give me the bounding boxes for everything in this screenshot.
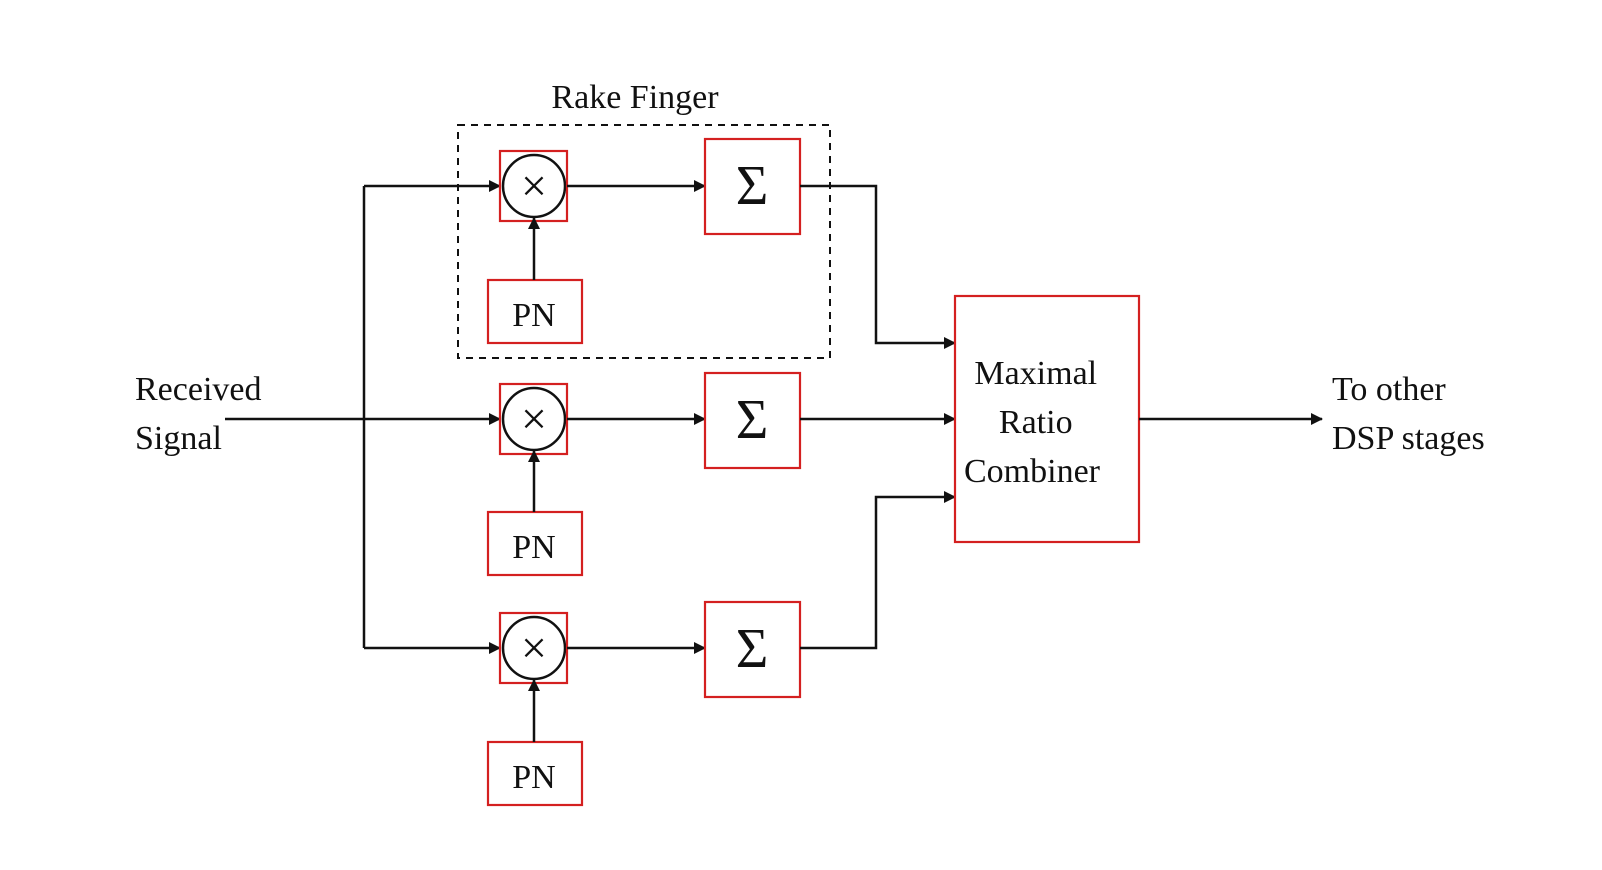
- combiner-label: Maximal Ratio Combiner: [964, 355, 1106, 490]
- rake-finger-box: [457, 124, 831, 359]
- multiplier-symbol-1: ×: [521, 160, 547, 211]
- combiner-label-line2: Ratio: [999, 404, 1073, 441]
- summer-symbol-1: Σ: [736, 155, 769, 217]
- rake-finger-title: Rake Finger: [551, 79, 719, 116]
- combiner-label-line1: Maximal: [974, 355, 1097, 392]
- received-label-line1: Received: [135, 371, 262, 408]
- pn-block-2: [487, 511, 583, 576]
- summer-highlight-3: [703, 600, 802, 699]
- output-label: To other DSP stages: [1332, 371, 1485, 457]
- pn-label-2: PN: [512, 529, 555, 566]
- summer-symbol-3: Σ: [736, 618, 769, 680]
- finger-branch-1: × PN Σ: [486, 137, 956, 349]
- output-label-line1: To other: [1332, 371, 1446, 408]
- finger-branch-3: × PN Σ: [486, 491, 956, 807]
- sum-to-combiner-1: [800, 184, 956, 349]
- received-signal-label: Received Signal: [135, 371, 270, 457]
- received-label-line2: Signal: [135, 420, 222, 457]
- combiner-label-line3: Combiner: [964, 453, 1101, 490]
- pn-label-1: PN: [512, 297, 555, 334]
- sum-to-combiner-3: [800, 491, 956, 650]
- multiplier-symbol-2: ×: [521, 393, 547, 444]
- finger-branch-2: × PN Σ: [486, 371, 956, 577]
- pn-label-3: PN: [512, 759, 555, 796]
- output-label-line2: DSP stages: [1332, 420, 1485, 457]
- multiplier-symbol-3: ×: [521, 622, 547, 673]
- summer-symbol-2: Σ: [736, 389, 769, 451]
- summer-highlight-2: [703, 371, 802, 470]
- combiner-block: [954, 295, 1140, 543]
